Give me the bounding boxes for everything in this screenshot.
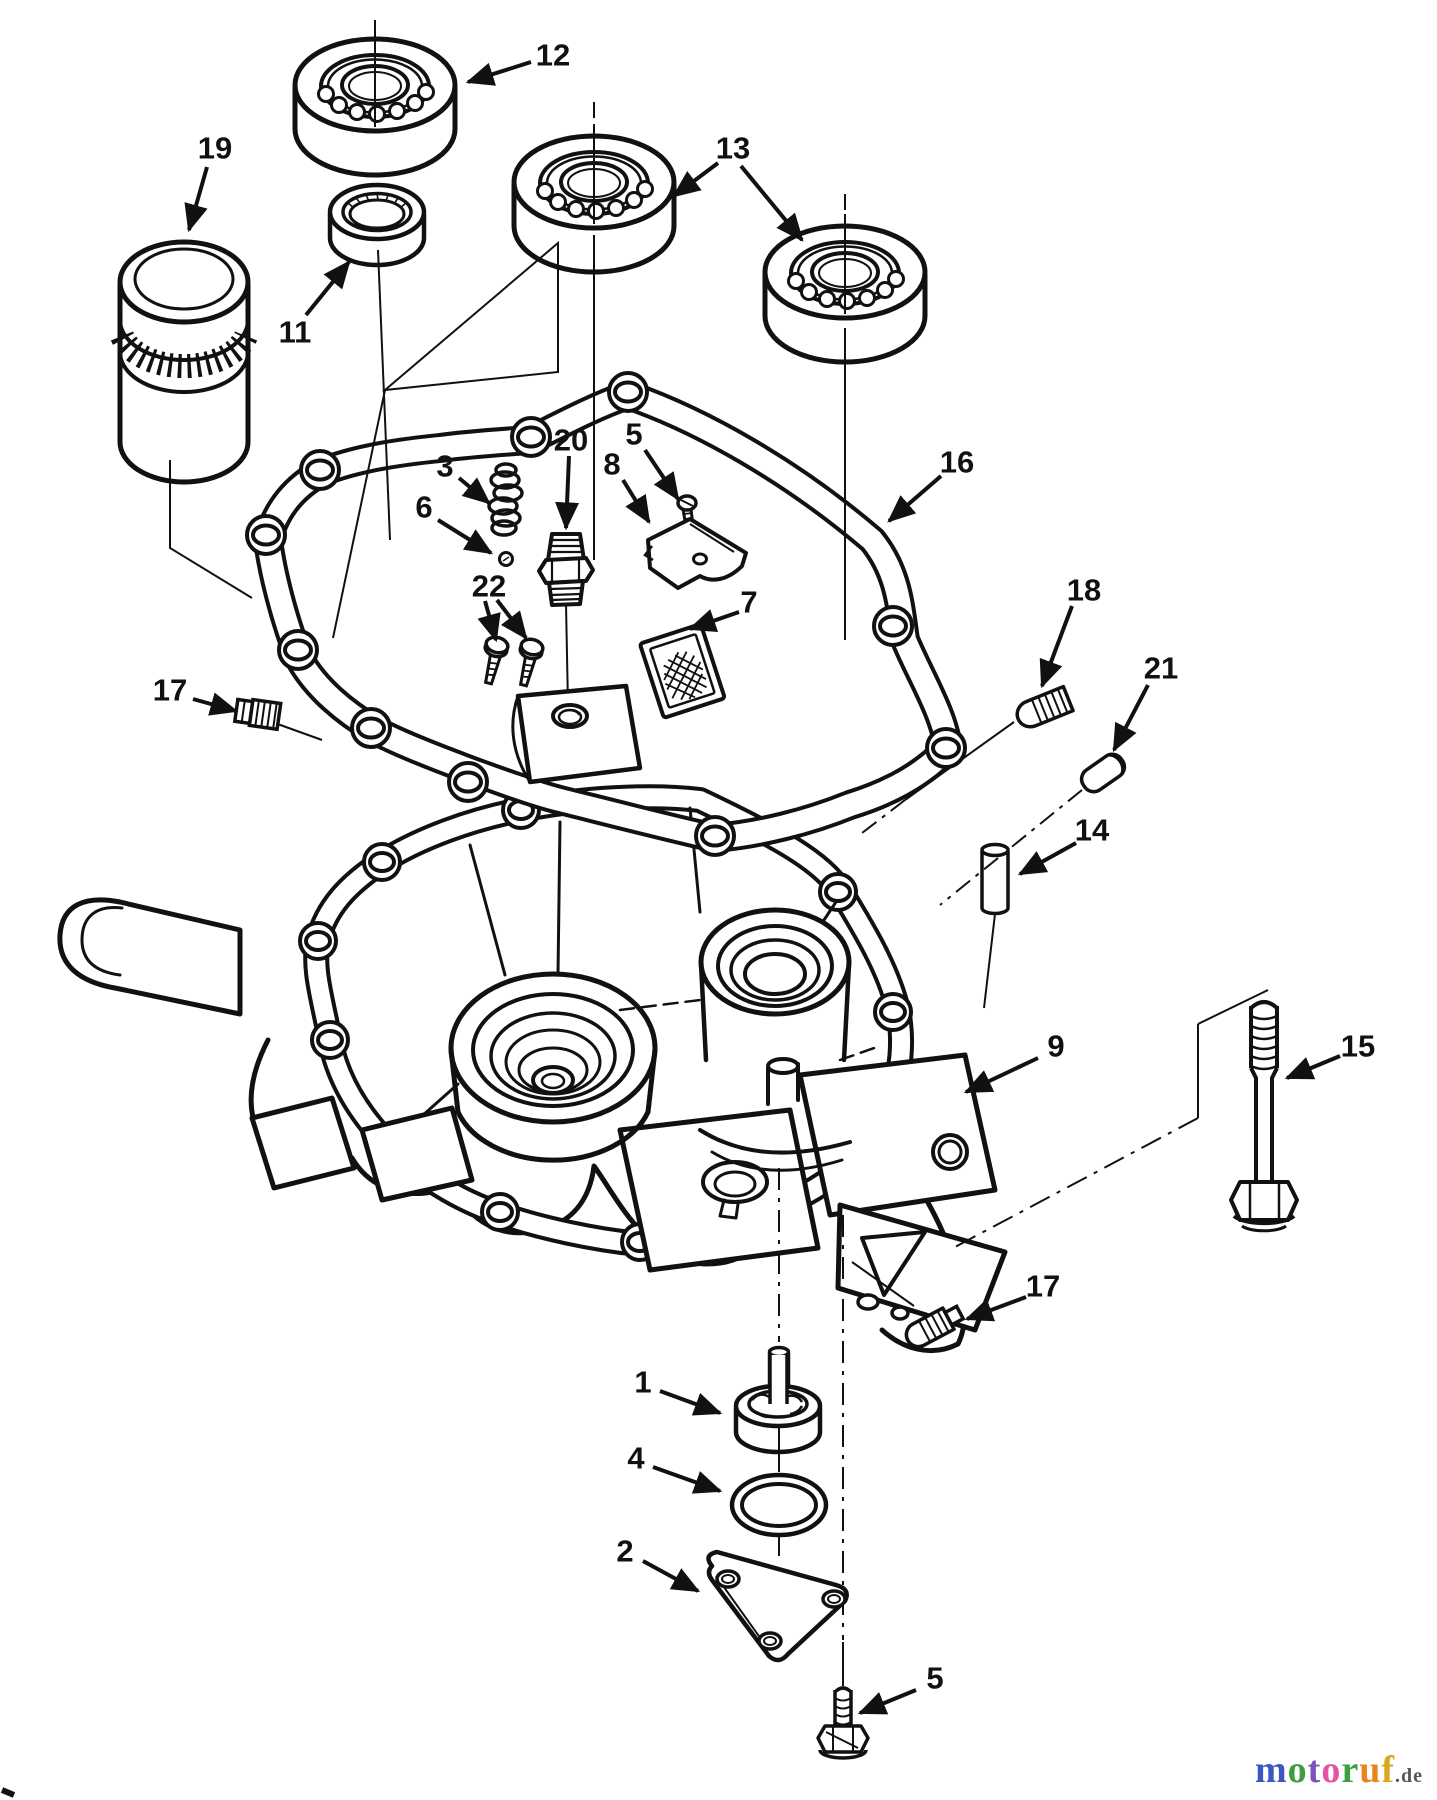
svg-text:22: 22 bbox=[472, 569, 506, 604]
part-label-19: 19 bbox=[184, 131, 232, 233]
part-label-6: 6 bbox=[415, 490, 494, 555]
plug-17-right bbox=[904, 1304, 966, 1349]
part-label-17-left: 17 bbox=[153, 673, 239, 716]
part-label-1: 1 bbox=[634, 1365, 723, 1416]
svg-text:7: 7 bbox=[740, 585, 757, 620]
svg-text:12: 12 bbox=[536, 38, 570, 73]
part-label-15: 15 bbox=[1284, 1029, 1375, 1080]
case-left-bore bbox=[448, 971, 658, 1163]
part-label-7: 7 bbox=[687, 585, 758, 632]
watermark-letter: t bbox=[1307, 1749, 1322, 1791]
svg-text:17: 17 bbox=[153, 673, 187, 708]
bolt-15 bbox=[1229, 1000, 1299, 1233]
spring-3 bbox=[487, 462, 524, 537]
pin-21 bbox=[1079, 752, 1127, 794]
transaxle-case bbox=[57, 784, 1008, 1354]
pickup-boss bbox=[511, 683, 643, 785]
part-label-3: 3 bbox=[436, 449, 491, 505]
svg-text:14: 14 bbox=[1075, 813, 1110, 848]
part-label-4: 4 bbox=[627, 1441, 723, 1494]
seal-11 bbox=[327, 182, 427, 268]
svg-text:9: 9 bbox=[1047, 1029, 1064, 1064]
svg-text:18: 18 bbox=[1067, 573, 1101, 608]
plug-17-left bbox=[232, 697, 283, 732]
bracket-8 bbox=[643, 517, 748, 590]
svg-text:4: 4 bbox=[627, 1441, 645, 1476]
watermark-letter: r bbox=[1341, 1749, 1360, 1791]
svg-text:20: 20 bbox=[554, 423, 588, 458]
part-label-2: 2 bbox=[616, 1534, 701, 1593]
projection-lines bbox=[169, 20, 1269, 1686]
part-label-12: 12 bbox=[465, 38, 570, 86]
watermark-letter: f bbox=[1381, 1749, 1395, 1791]
watermark-letter: u bbox=[1359, 1749, 1382, 1791]
svg-text:17: 17 bbox=[1026, 1269, 1060, 1304]
svg-text:15: 15 bbox=[1341, 1029, 1375, 1064]
watermark-letter: o bbox=[1287, 1749, 1308, 1791]
svg-text:6: 6 bbox=[415, 490, 432, 525]
bolt-22a bbox=[483, 635, 510, 686]
svg-text:8: 8 bbox=[603, 447, 620, 482]
ball-6 bbox=[498, 551, 514, 567]
fitting-20 bbox=[537, 532, 595, 607]
svg-text:1: 1 bbox=[634, 1365, 651, 1400]
part-label-17-right: 17 bbox=[964, 1269, 1060, 1322]
part-label-5-bottom: 5 bbox=[857, 1661, 944, 1715]
svg-text:16: 16 bbox=[940, 445, 974, 480]
rotor-1 bbox=[733, 1345, 823, 1455]
svg-text:3: 3 bbox=[436, 449, 453, 484]
oil-filter-19 bbox=[110, 239, 258, 485]
part-label-18: 18 bbox=[1039, 573, 1101, 689]
part-label-14: 14 bbox=[1017, 813, 1110, 876]
part-label-16: 16 bbox=[887, 445, 974, 523]
part-label-13: 13 bbox=[672, 131, 804, 242]
gasket bbox=[245, 371, 967, 857]
part-label-8: 8 bbox=[603, 447, 651, 525]
cover-plate-2 bbox=[706, 1549, 849, 1663]
part-label-20: 20 bbox=[554, 423, 588, 531]
bearing-12 bbox=[295, 27, 455, 175]
part-label-5-top: 5 bbox=[625, 417, 680, 501]
bolt-5-bottom bbox=[816, 1686, 870, 1760]
part-label-9: 9 bbox=[963, 1029, 1065, 1094]
svg-text:2: 2 bbox=[616, 1534, 633, 1569]
svg-text:21: 21 bbox=[1144, 651, 1178, 686]
case-right-bore bbox=[698, 907, 852, 1172]
svg-text:13: 13 bbox=[716, 131, 750, 166]
part-label-21: 21 bbox=[1112, 651, 1178, 753]
svg-text:5: 5 bbox=[625, 417, 642, 452]
bolt-22b bbox=[518, 637, 545, 688]
watermark-letter: m bbox=[1255, 1749, 1288, 1791]
part-label-22: 22 bbox=[472, 569, 528, 643]
watermark-suffix: .de bbox=[1395, 1765, 1423, 1787]
dowel-14 bbox=[980, 842, 1010, 916]
corner-mark bbox=[0, 1787, 16, 1798]
set-screw-18 bbox=[1015, 684, 1075, 729]
svg-text:5: 5 bbox=[926, 1661, 943, 1696]
svg-text:11: 11 bbox=[279, 315, 312, 350]
watermark-motoruf: motoruf.de bbox=[1255, 1748, 1423, 1792]
o-ring-4 bbox=[729, 1472, 829, 1538]
svg-text:19: 19 bbox=[198, 131, 232, 166]
part-label-11: 11 bbox=[279, 260, 351, 350]
watermark-letter: o bbox=[1321, 1749, 1342, 1791]
screen-7 bbox=[638, 622, 727, 720]
